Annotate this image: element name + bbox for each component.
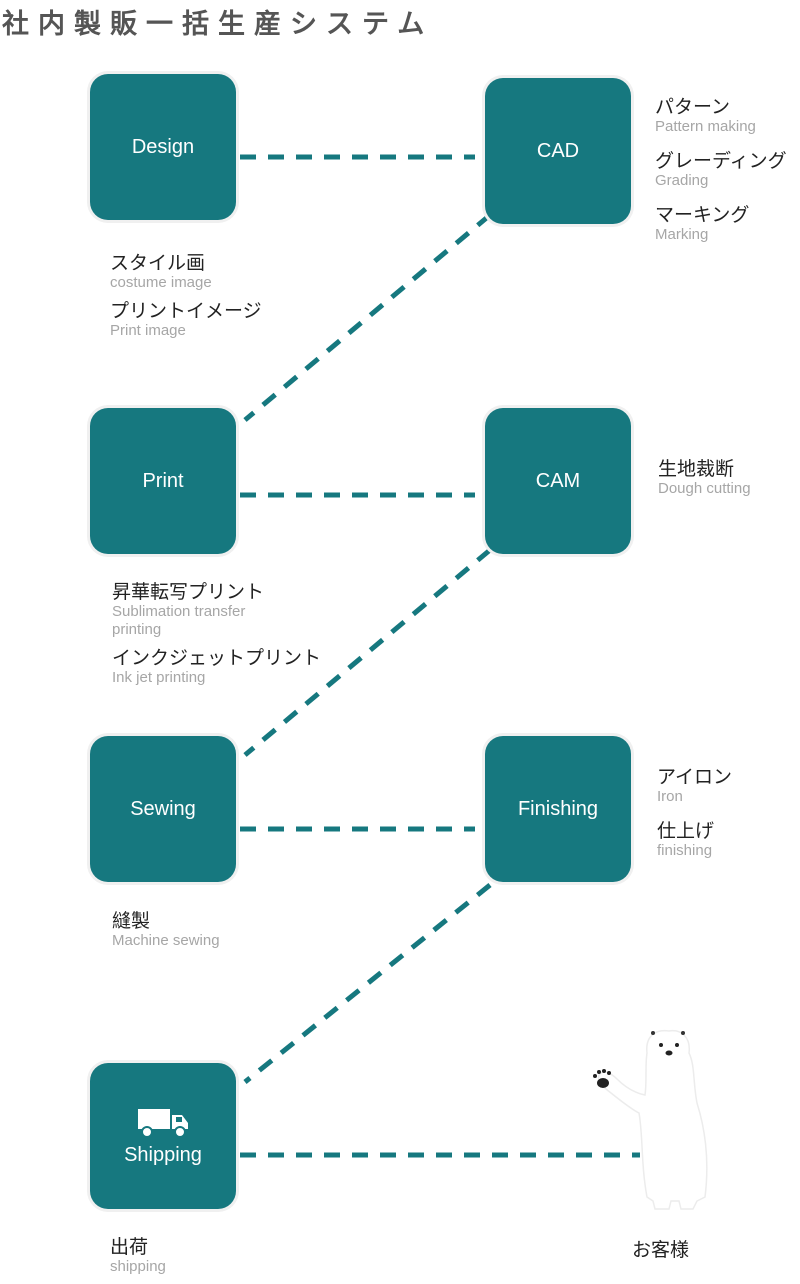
node-cad-label: CAD	[536, 139, 580, 162]
annotation-en: Print image	[110, 322, 186, 339]
node-print: Print	[90, 408, 236, 554]
list-item: 昇華転写プリント Sublimation transfer printing	[112, 581, 297, 639]
node-sewing: Sewing	[90, 736, 236, 882]
connector-cad-print	[243, 213, 492, 422]
annotation-jp: パターン	[655, 96, 731, 118]
annotation-jp: インクジェットプリント	[112, 647, 322, 669]
node-design: Design	[90, 74, 236, 220]
annotation-en: shipping	[110, 1258, 166, 1275]
customer-label: お客様	[632, 1239, 690, 1261]
annotation-en: Marking	[655, 226, 709, 243]
annotation-sewing: 縫製 Machine sewing	[112, 910, 220, 958]
annotation-jp: グレーディング	[655, 150, 787, 172]
list-item: 生地裁断 Dough cutting	[658, 458, 751, 498]
annotation-en: Dough cutting	[658, 480, 751, 497]
annotation-en: Ink jet printing	[112, 669, 206, 686]
annotation-shipping: 出荷 shipping	[110, 1236, 166, 1284]
node-shipping: Shipping	[90, 1063, 236, 1209]
list-item: マーキング Marking	[655, 204, 787, 244]
node-cam: CAM	[485, 408, 631, 554]
annotation-cad: パターン Pattern making グレーディング Grading マーキン…	[655, 96, 787, 252]
annotation-jp: マーキング	[655, 204, 750, 226]
node-print-label: Print	[142, 469, 184, 492]
annotation-jp: 縫製	[112, 910, 151, 932]
list-item: インクジェットプリント Ink jet printing	[112, 647, 322, 687]
annotation-jp: アイロン	[657, 766, 733, 788]
node-cad: CAD	[485, 78, 631, 224]
node-finishing-label: Finishing	[517, 797, 599, 820]
list-item: パターン Pattern making	[655, 96, 787, 136]
annotation-en: Machine sewing	[112, 932, 220, 949]
annotation-en: costume image	[110, 274, 212, 291]
page-title: 社内製販一括生産システム	[2, 9, 434, 40]
annotation-en: Grading	[655, 172, 709, 189]
list-item: 縫製 Machine sewing	[112, 910, 220, 950]
annotation-en: Pattern making	[655, 118, 756, 135]
connector-finishing-shipping	[243, 883, 492, 1084]
list-item: プリントイメージ Print image	[110, 300, 262, 340]
annotation-cam: 生地裁断 Dough cutting	[658, 458, 751, 506]
annotation-jp: スタイル画	[110, 252, 206, 274]
annotation-jp: 仕上げ	[657, 820, 715, 842]
annotation-en: Sublimation transfer printing	[112, 603, 246, 638]
list-item: アイロン Iron	[657, 766, 732, 806]
node-cam-label: CAM	[535, 469, 581, 492]
annotation-finishing: アイロン Iron 仕上げ finishing	[657, 766, 732, 868]
annotation-design: スタイル画 costume image プリントイメージ Print image	[110, 252, 262, 348]
node-shipping-label: Shipping	[124, 1143, 202, 1166]
annotation-jp: 生地裁断	[658, 458, 735, 480]
list-item: グレーディング Grading	[655, 150, 787, 190]
node-sewing-label: Sewing	[130, 797, 196, 820]
annotation-jp: 昇華転写プリント	[112, 581, 265, 603]
polar-bear-icon	[593, 1029, 708, 1210]
annotation-en: finishing	[657, 842, 713, 859]
annotation-jp: プリントイメージ	[110, 300, 262, 322]
truck-icon	[138, 1108, 188, 1138]
node-design-label: Design	[131, 135, 195, 158]
annotation-jp: 出荷	[110, 1236, 149, 1258]
list-item: スタイル画 costume image	[110, 252, 262, 292]
annotation-print: 昇華転写プリント Sublimation transfer printing イ…	[112, 581, 322, 695]
node-finishing: Finishing	[485, 736, 631, 882]
annotation-en: Iron	[657, 788, 683, 805]
list-item: 出荷 shipping	[110, 1236, 166, 1276]
list-item: 仕上げ finishing	[657, 820, 732, 860]
connector-cam-sewing	[243, 548, 492, 757]
